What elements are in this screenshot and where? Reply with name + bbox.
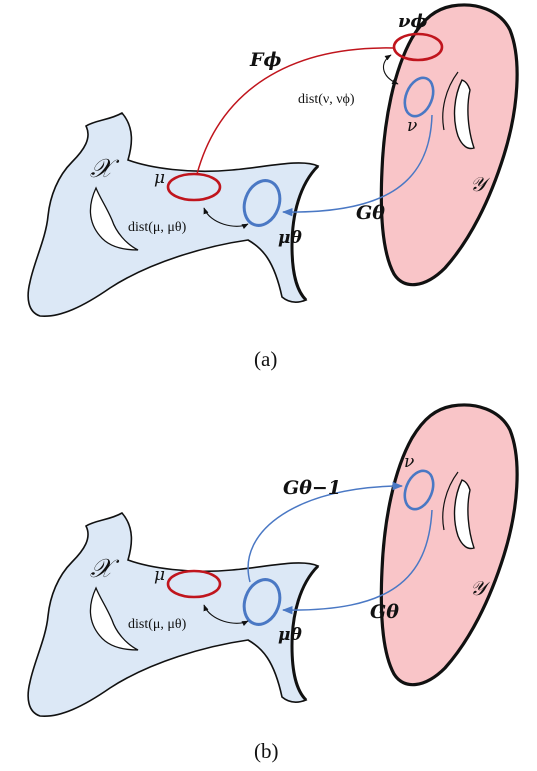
label-mu-b: μ xyxy=(154,565,165,585)
label-nu-b: ν xyxy=(404,452,414,472)
arrow-F-phi-a xyxy=(197,48,393,174)
label-G-theta-a: Gθ xyxy=(356,202,385,224)
label-dist-mu-b: dist(μ, μθ) xyxy=(128,617,187,632)
manifold-y-a xyxy=(381,5,517,285)
label-G-theta-b: Gθ xyxy=(370,601,399,623)
panel-a: 𝒳 𝒴 μ μθ νϕ ν Fϕ Gθ dist(μ, μθ) dist(ν, … xyxy=(28,5,517,371)
caption-b: (b) xyxy=(254,739,279,763)
label-nu-phi-a: νϕ xyxy=(398,11,427,32)
label-F-phi-a: Fϕ xyxy=(249,49,281,71)
label-mu-theta-b: μθ xyxy=(278,625,302,645)
label-mu-a: μ xyxy=(154,168,165,188)
label-G-theta-inv-b: Gθ−1 xyxy=(283,477,341,499)
caption-a: (a) xyxy=(254,347,277,371)
label-dist-nu-a: dist(ν, νϕ) xyxy=(298,92,355,107)
manifold-y-b xyxy=(381,405,517,685)
label-nu-a: ν xyxy=(407,116,417,136)
label-dist-mu-a: dist(μ, μθ) xyxy=(128,220,187,235)
label-mu-theta-a: μθ xyxy=(278,228,302,248)
panel-b: 𝒳 𝒴 μ μθ ν Gθ−1 Gθ dist(μ, μθ) (b) xyxy=(28,405,517,763)
